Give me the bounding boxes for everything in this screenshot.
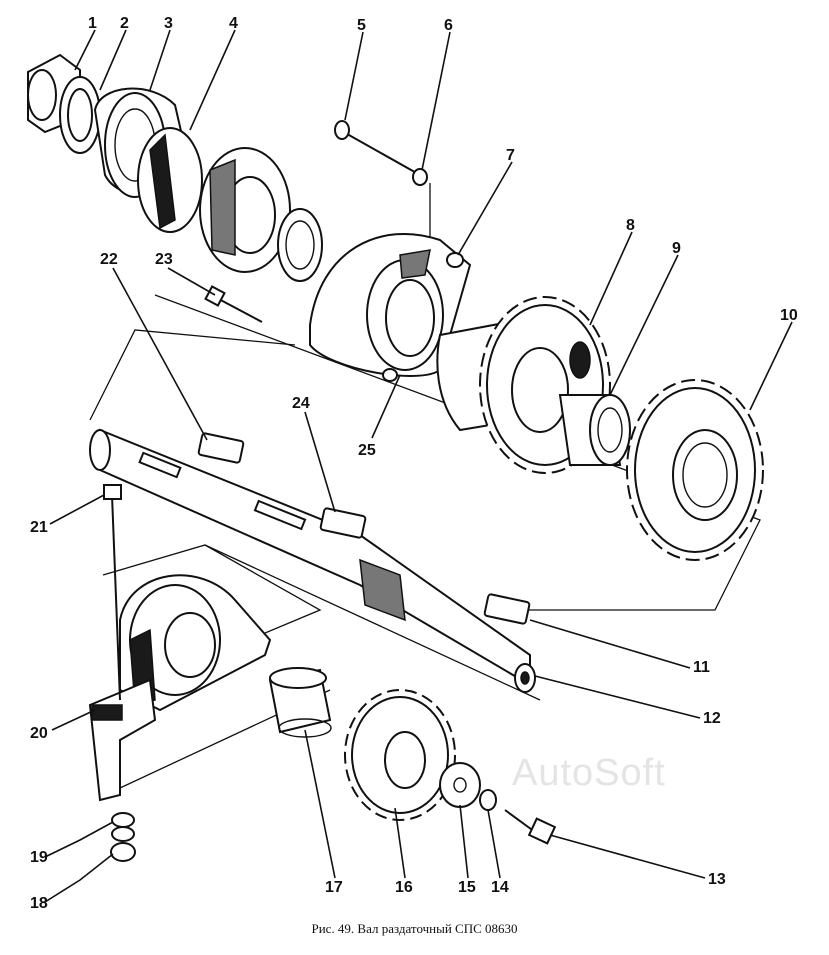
callout-16: 16 (395, 879, 413, 896)
callout-23: 23 (155, 251, 173, 268)
callout-labels: 1 2 3 4 5 6 7 8 9 10 11 12 13 14 15 16 1… (30, 15, 798, 912)
callout-21: 21 (30, 519, 48, 536)
callout-4: 4 (229, 15, 238, 32)
callout-20: 20 (30, 725, 48, 742)
callout-17: 17 (325, 879, 343, 896)
part-16-small-sprocket (344, 689, 456, 821)
callout-13: 13 (708, 871, 726, 888)
part-13-15-fasteners (439, 762, 557, 845)
keys (197, 432, 531, 625)
callout-9: 9 (672, 240, 681, 257)
callout-10: 10 (780, 307, 798, 324)
callout-7: 7 (506, 147, 515, 164)
figure-caption: Рис. 49. Вал раздаточный СПС 08630 (311, 921, 518, 936)
part-5-6-bolt (334, 120, 428, 186)
callout-18: 18 (30, 895, 48, 912)
part-21-long-bolt (103, 484, 122, 701)
part-12-main-shaft (89, 428, 536, 693)
callout-19: 19 (30, 849, 48, 866)
part-7-flange-housing (309, 232, 472, 382)
part-2-ring (59, 76, 101, 154)
callout-15: 15 (458, 879, 476, 896)
callout-22: 22 (100, 251, 118, 268)
callout-14: 14 (491, 879, 509, 896)
leader-lines (44, 29, 793, 903)
part-9-bushing (558, 394, 631, 466)
callout-1: 1 (88, 15, 97, 32)
callout-5: 5 (357, 17, 366, 34)
part-23-bolt (204, 285, 263, 323)
watermark-text: AutoSoft (512, 752, 666, 794)
callout-24: 24 (292, 395, 310, 412)
part-18-19-nuts (110, 812, 136, 862)
callout-3: 3 (164, 15, 173, 32)
callout-12: 12 (703, 710, 721, 727)
callout-25: 25 (358, 442, 376, 459)
callout-6: 6 (444, 17, 453, 34)
part-10-sprocket (626, 379, 764, 561)
callout-11: 11 (693, 659, 710, 676)
part-17-bushing (268, 667, 332, 738)
part-20-pillow-block (88, 574, 272, 802)
part-4-bearing (137, 127, 323, 282)
callout-8: 8 (626, 217, 635, 234)
callout-2: 2 (120, 15, 129, 32)
